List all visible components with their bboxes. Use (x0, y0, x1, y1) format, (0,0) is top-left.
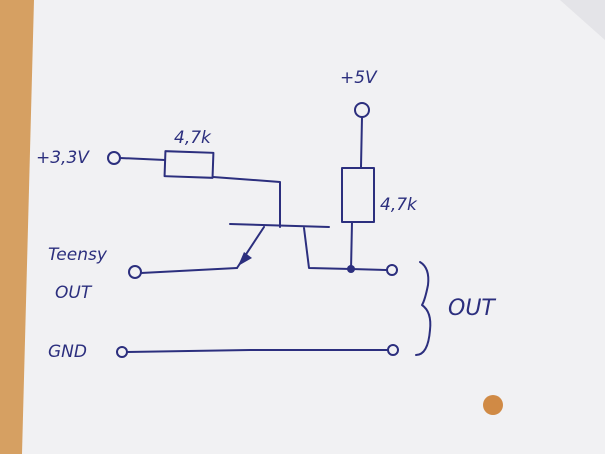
punch-hole (483, 395, 503, 415)
wire-3v3-resistor (119, 157, 166, 161)
brace-icon (415, 261, 432, 356)
wire-junction-output (350, 268, 387, 271)
wire-r2-output (350, 221, 353, 271)
label-5v: +5V (340, 68, 378, 88)
resistor-r1 (163, 150, 215, 179)
terminal-output (386, 264, 398, 276)
wire-5v-resistor (360, 116, 363, 168)
label-r2-value: 4,7k (380, 195, 418, 215)
label-teensy-out: OUT (55, 283, 93, 303)
wire-teensy-emitter (140, 267, 238, 274)
emitter-arrow-icon (238, 252, 252, 266)
label-teensy: Teensy (48, 245, 108, 265)
label-output: OUT (448, 296, 496, 321)
transistor-base-bar (229, 223, 330, 228)
wire-r1-base (212, 176, 281, 228)
terminal-gnd-out (387, 344, 399, 356)
transistor-collector (303, 227, 352, 270)
label-3v3: +3,3V (36, 148, 90, 168)
resistor-r2 (341, 167, 375, 223)
label-r1-value: 4,7k (174, 128, 212, 148)
paper-curl (560, 0, 605, 40)
wire-gnd (126, 349, 389, 353)
label-gnd: GND (48, 342, 87, 362)
